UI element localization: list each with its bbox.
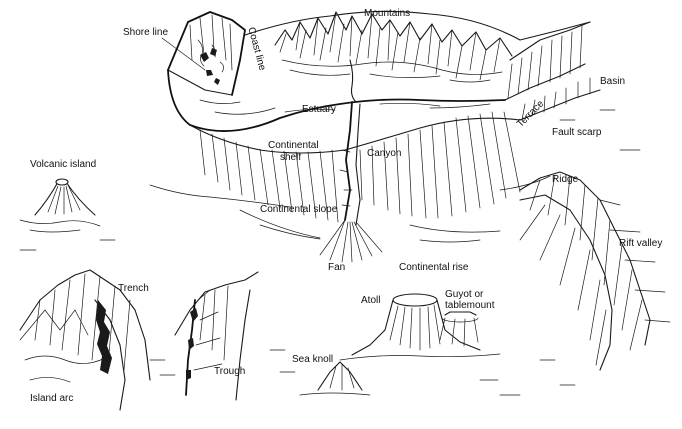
label-mountains: Mountains [364,8,411,19]
label-trench: Trench [118,283,149,294]
label-fault-scarp: Fault scarp [552,127,602,138]
label-canyon: Canyon [367,148,402,159]
label-island-arc: Island arc [30,393,74,404]
label-continental-rise: Continental rise [399,262,469,273]
label-estuary: Estuary [302,104,336,115]
label-continental-shelf-line1: Continental [268,140,319,151]
label-guyot-line2: tablemount [445,300,495,311]
label-ridge: Ridge [552,174,579,185]
label-shore-line: Shore line [123,27,169,38]
label-basin: Basin [600,76,626,87]
label-atoll: Atoll [361,295,381,306]
mid-ocean-ridge [519,171,671,371]
label-fan: Fan [328,262,346,273]
label-continental-shelf-line2: shelf [280,152,302,163]
trough [174,271,259,401]
label-volcanic-island: Volcanic island [30,159,97,170]
island-arc-trench [19,269,151,411]
abyssal-floor [19,109,641,396]
shore-line-leader [161,37,206,71]
label-trough: Trough [214,366,246,377]
guyot [439,311,479,347]
fan-and-rise [149,175,551,263]
label-rift-valley: Rift valley [619,238,663,249]
atoll [339,293,501,361]
continent-block [167,10,601,226]
label-continental-slope: Continental slope [260,204,338,215]
volcanic-island [19,178,101,233]
label-sea-knoll: Sea knoll [292,354,334,365]
sea-knoll [299,361,371,396]
label-guyot-line1: Guyot or [445,289,484,300]
